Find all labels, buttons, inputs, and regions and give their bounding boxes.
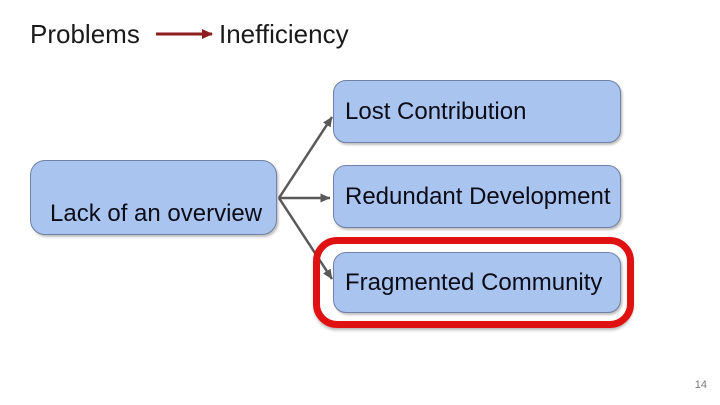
effect-box-label: Redundant Development xyxy=(345,182,611,210)
connector-arrow-icon-top xyxy=(277,116,334,199)
effect-box-label: Fragmented Community xyxy=(345,268,603,296)
cause-box-label: Lack of an overview xyxy=(50,200,263,227)
effect-box-fragmented-community: Fragmented Community xyxy=(333,252,621,313)
connector-arrow-icon-bottom xyxy=(277,197,334,280)
cause-box-lack-of-overview: Lack of an overview xyxy=(30,160,277,235)
slide-title: Problems xyxy=(30,19,140,49)
effect-box-redundant-development: Redundant Development xyxy=(333,165,621,228)
effect-box-lost-contribution: Lost Contribution xyxy=(333,80,621,143)
slide-subtitle: Inefficiency xyxy=(219,19,349,49)
effect-box-label: Lost Contribution xyxy=(345,97,527,125)
page-number: 14 xyxy=(694,379,707,391)
